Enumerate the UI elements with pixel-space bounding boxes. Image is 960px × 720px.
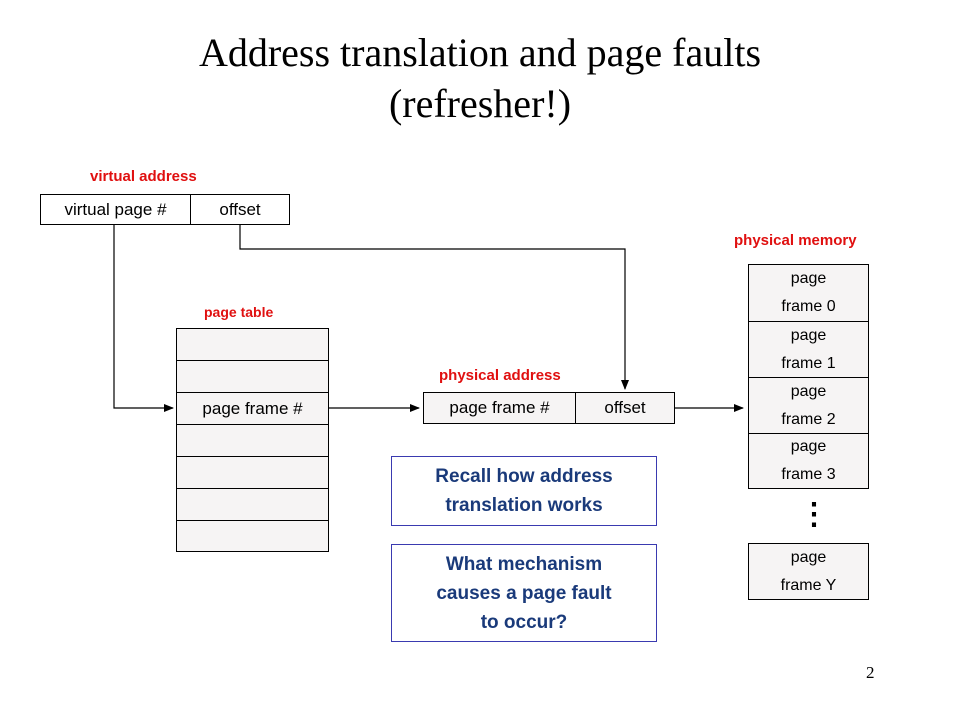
ellipsis-vertical: ⋮ [799,498,829,531]
slide-title-line1: Address translation and page faults [198,30,762,75]
physical-offset-field: offset [575,392,675,424]
page-table-entry [176,360,329,393]
page-frame-3-line2: frame 3 [781,466,836,483]
physical-page-frame-field: page frame # [423,392,576,424]
question-box-mechanism: What mechanism causes a page fault to oc… [391,544,657,642]
page-frame-2-line1: page [790,382,827,400]
page-table-label: page table [204,304,274,320]
page-table-entry-highlighted: page frame # [176,392,329,425]
page-frame-2: page frame 2 [748,377,869,434]
page-frame-1-line2: frame 1 [781,354,836,372]
question-mechanism-line3: to occur? [480,611,568,633]
slide-number: 2 [866,663,875,682]
virtual-offset-field: offset [190,194,290,225]
page-frame-1: page frame 1 [748,321,869,378]
question-mechanism-line2: causes a page fault [436,582,612,604]
slide-title-line2: (refresher!) [388,81,572,126]
physical-address-label: physical address [439,367,561,384]
page-frame-0: page frame 0 [748,264,869,322]
page-table-entry [176,328,329,361]
page-frame-2-line2: frame 2 [781,410,836,428]
page-frame-1-line1: page [790,326,827,344]
question-recall-line2: translation works [445,495,603,516]
page-table-entry [176,520,329,552]
page-frame-y: page frame Y [748,543,869,600]
page-table-entry [176,488,329,521]
question-recall-line1: Recall how address [435,466,613,487]
virtual-address-label: virtual address [90,168,197,185]
page-frame-3-line1: page [790,438,827,455]
question-box-recall: Recall how address translation works [391,456,657,526]
page-frame-3: page frame 3 [748,433,869,489]
page-frame-0-line1: page [790,270,827,287]
page-frame-0-line2: frame 0 [781,298,836,315]
page-table-entry [176,456,329,489]
page-frame-y-line2: frame Y [780,576,837,594]
page-frame-y-line1: page [790,548,827,566]
page-table-entry [176,424,329,457]
physical-memory-label: physical memory [734,232,857,249]
question-mechanism-line1: What mechanism [445,553,603,575]
virtual-page-number-field: virtual page # [40,194,191,225]
offset-to-physical-offset-arrow [239,225,629,390]
vpn-to-page-table-arrow [113,225,174,412]
